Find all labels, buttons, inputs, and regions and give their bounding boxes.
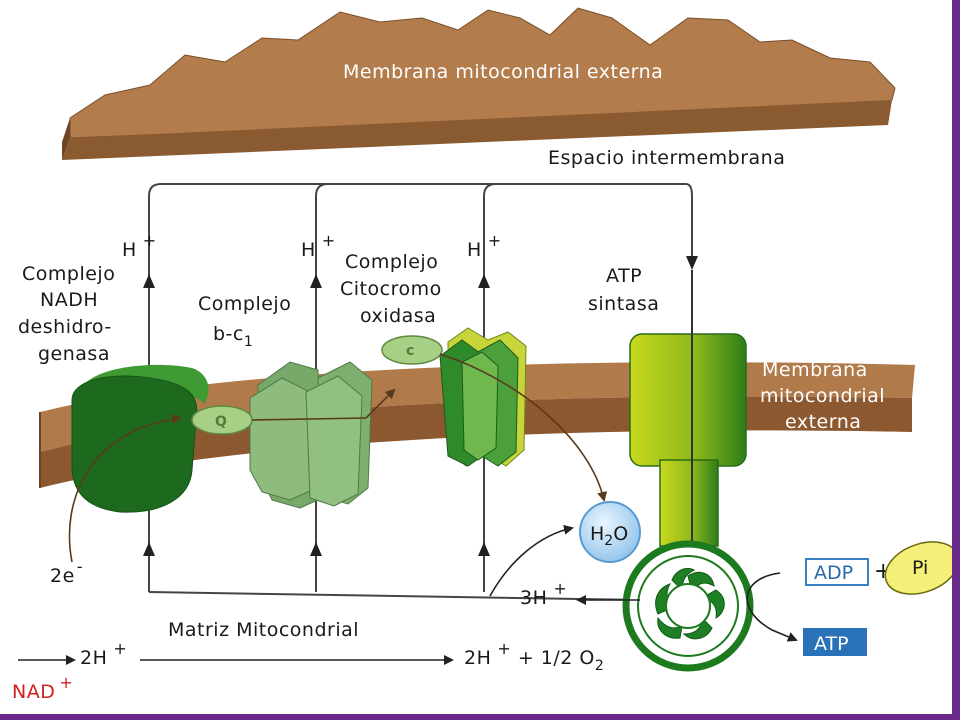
complex-cox-label-3: oxidasa — [360, 305, 436, 327]
proton-label-3-h: H — [467, 239, 482, 261]
protons-2-label-left: 2H + — [80, 639, 127, 669]
complex-cox-label-2: Citocromo — [340, 278, 442, 300]
nad-plus: + — [59, 673, 73, 692]
protons-2-right-text: 2H — [464, 647, 491, 669]
bottom-frame — [0, 714, 960, 720]
protons-3-plus: + — [553, 579, 567, 598]
outer-membrane — [62, 7, 896, 160]
complex-nadh-label-4: genasa — [38, 343, 110, 365]
inner-membrane-label-3: externa — [785, 411, 861, 433]
inner-membrane-label-2: mitocondrial — [760, 385, 885, 407]
proton-label-1-h: H — [122, 239, 137, 261]
complex-cytochrome-oxidase — [439, 327, 527, 467]
proton-label-2-h: H — [301, 239, 316, 261]
complex-bc1-label-1: Complejo — [198, 293, 291, 315]
water-o: O — [613, 523, 628, 545]
atp-label: ATP — [814, 633, 849, 655]
oxygen-reaction-label: 2H + + 1/2 O2 — [464, 639, 604, 674]
complex-nadh-label-1: Complejo — [22, 263, 115, 285]
complex-nadh-dehydrogenase — [71, 364, 209, 513]
electron-path — [68, 353, 608, 563]
protons-3-label: 3H + — [520, 579, 567, 609]
electrons-minus: - — [77, 557, 83, 576]
atp-synthase — [622, 270, 754, 672]
complex-bc1-label-sub: 1 — [244, 334, 253, 350]
electrons-text: 2e — [50, 565, 75, 587]
proton-arrowheads — [143, 256, 698, 556]
oxygen-sub: 2 — [595, 658, 604, 674]
adp-label: ADP — [814, 562, 853, 584]
atp-box: ATP — [803, 628, 867, 656]
cytochrome-c-carrier — [381, 335, 443, 365]
water-molecule — [579, 501, 641, 563]
complex-bc1-label-2-text: b-c — [213, 323, 244, 345]
intermembrane-space-label: Espacio intermembrana — [548, 147, 785, 169]
complex-nadh-label-3: deshidro- — [18, 316, 112, 338]
oxygen-text: + 1/2 O — [511, 647, 595, 669]
oxygen-to-water-arrow — [489, 524, 574, 597]
inner-membrane-label-1: Membrana — [762, 359, 868, 381]
proton-label-2-plus: + — [322, 231, 336, 250]
proton-label-2: H+ — [301, 231, 336, 261]
complex-cox-label-1: Complejo — [345, 251, 438, 273]
adp-box: ADP — [805, 558, 869, 586]
right-frame — [952, 0, 960, 720]
water-h: H — [590, 523, 604, 545]
quinone-label: Q — [215, 414, 227, 430]
complex-bc1-label-2: b-c1 — [213, 323, 253, 350]
protons-2-left-plus: + — [113, 639, 127, 658]
protons-2-right-plus: + — [497, 639, 511, 658]
proton-label-3: H+ — [467, 231, 502, 261]
nad-text: NAD — [12, 681, 55, 703]
water-label: H2O — [590, 523, 628, 549]
water-sub: 2 — [604, 533, 613, 549]
protons-3-text: 3H — [520, 587, 547, 609]
outer-membrane-label: Membrana mitocondrial externa — [343, 61, 663, 83]
proton-label-1: H+ — [122, 231, 157, 261]
complex-nadh-label-2: NADH — [40, 289, 98, 311]
nad-label: NAD+ — [12, 673, 73, 703]
atp-synthase-label-1: ATP — [606, 265, 642, 287]
electrons-label: 2e- — [50, 557, 83, 587]
protons-2-left-text: 2H — [80, 647, 107, 669]
atp-synthase-label-2: sintasa — [588, 293, 659, 315]
pi-label: Pi — [912, 557, 928, 579]
proton-circuit-lines — [148, 183, 693, 601]
phosphorylation-arrow — [746, 572, 798, 642]
complex-bc1 — [249, 361, 373, 509]
proton-label-3-plus: + — [488, 231, 502, 250]
matrix-label: Matriz Mitocondrial — [168, 619, 359, 641]
cytochrome-c-label: c — [406, 343, 414, 359]
proton-label-1-plus: + — [143, 231, 157, 250]
